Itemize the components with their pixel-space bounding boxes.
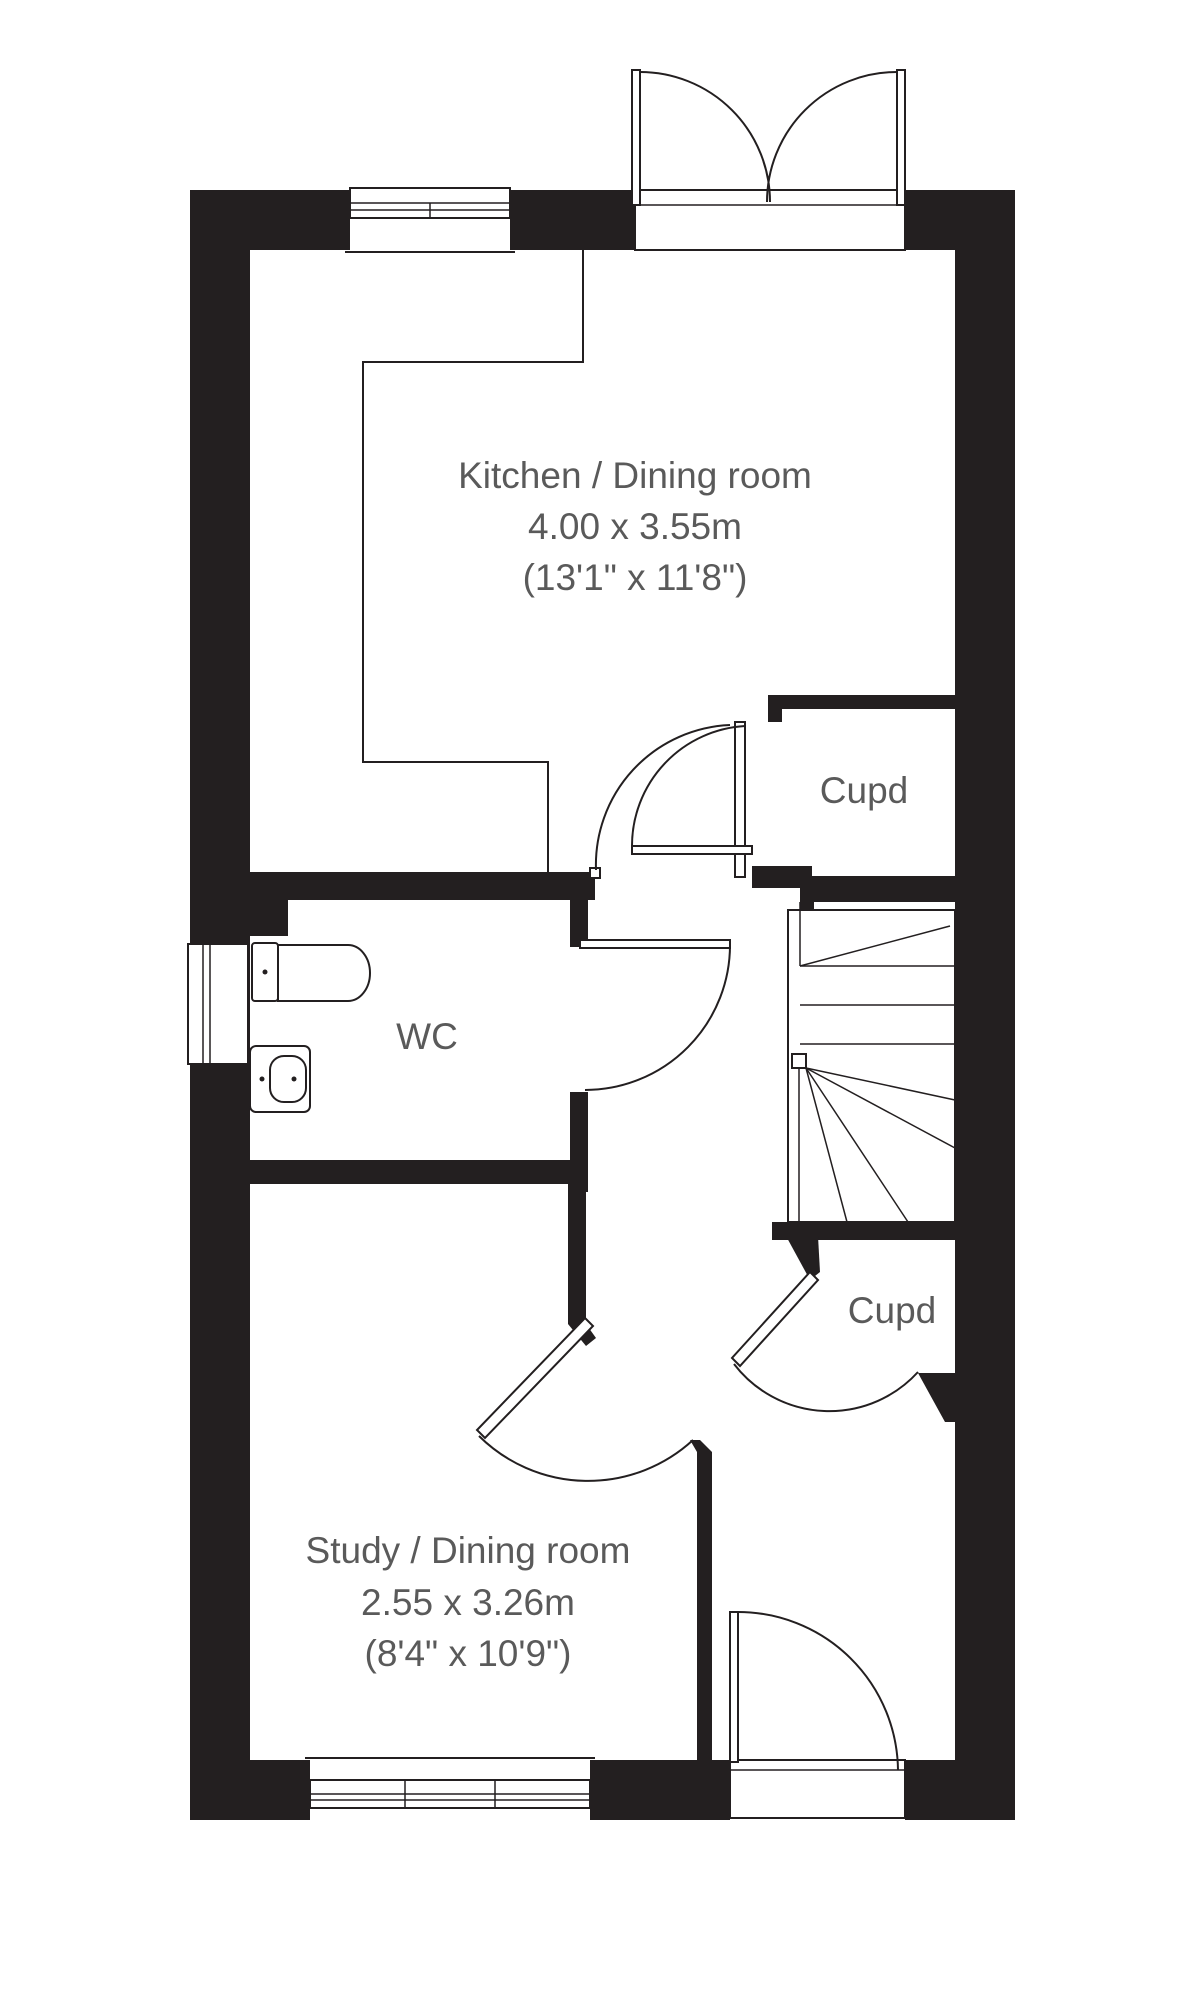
toilet-icon — [251, 942, 371, 1002]
study-east-wall-upper — [568, 1184, 586, 1324]
wc-door — [579, 939, 732, 1091]
north-wall-segment-3 — [905, 190, 1015, 250]
study-metric: 2.55 x 3.26m — [361, 1582, 575, 1623]
wc-door-jamb — [570, 900, 588, 947]
kitchen-metric: 4.00 x 3.55m — [528, 506, 742, 547]
wc-label: WC — [396, 1016, 458, 1057]
cupboard-lower-right-jamb — [918, 1373, 955, 1422]
outer-walls — [190, 190, 1015, 1820]
kitchen-wc-wall — [250, 872, 595, 900]
basin-icon — [249, 1045, 311, 1113]
south-wall-segment-2 — [590, 1760, 730, 1820]
study-name: Study / Dining room — [306, 1530, 631, 1571]
stair-wall-lower — [772, 1222, 786, 1240]
cupboard-lower-label: Cupd — [848, 1290, 936, 1331]
window-wc — [187, 943, 249, 1065]
wc-wall-stub — [250, 900, 288, 936]
interior-walls — [250, 695, 955, 1760]
south-wall-segment-3 — [905, 1760, 1015, 1820]
kitchen-label: Kitchen / Dining room 4.00 x 3.55m (13'1… — [458, 455, 812, 598]
window-kitchen — [345, 187, 515, 253]
east-wall — [955, 190, 1015, 1820]
window-study — [305, 1757, 595, 1809]
kitchen-name: Kitchen / Dining room — [458, 455, 812, 496]
wc-east-wall — [570, 1092, 588, 1192]
staircase — [787, 902, 956, 1223]
kitchen-worktop — [362, 250, 584, 872]
wc-study-wall — [250, 1160, 570, 1184]
study-imperial: (8'4" x 10'9") — [365, 1633, 572, 1674]
cupboard-upper-top-wall — [768, 695, 955, 709]
wc-study-wall-join — [555, 1160, 570, 1184]
study-label: Study / Dining room 2.55 x 3.26m (8'4" x… — [306, 1530, 631, 1674]
cupboard-upper-label: Cupd — [820, 770, 908, 811]
french-doors — [631, 69, 906, 251]
north-wall-segment-2 — [510, 190, 635, 250]
cupboard-lower-door — [730, 1270, 919, 1413]
cupboard-upper-jamb — [768, 695, 782, 722]
kitchen-imperial: (13'1" x 11'8") — [523, 557, 748, 598]
cupboard-upper-bottom-wall — [800, 876, 955, 902]
front-door — [729, 1611, 906, 1819]
cupboard-lower-left-jamb — [786, 1236, 820, 1280]
cupboard-upper-door — [630, 725, 753, 855]
stair-cupboard-wall — [772, 1222, 955, 1240]
north-wall-segment-1 — [190, 190, 350, 250]
kitchen-door — [589, 721, 746, 879]
cupboard-upper-bottom-left — [752, 866, 812, 888]
south-wall-segment-1 — [190, 1760, 310, 1820]
study-door — [475, 1316, 694, 1482]
study-east-wall-lower — [690, 1440, 712, 1760]
